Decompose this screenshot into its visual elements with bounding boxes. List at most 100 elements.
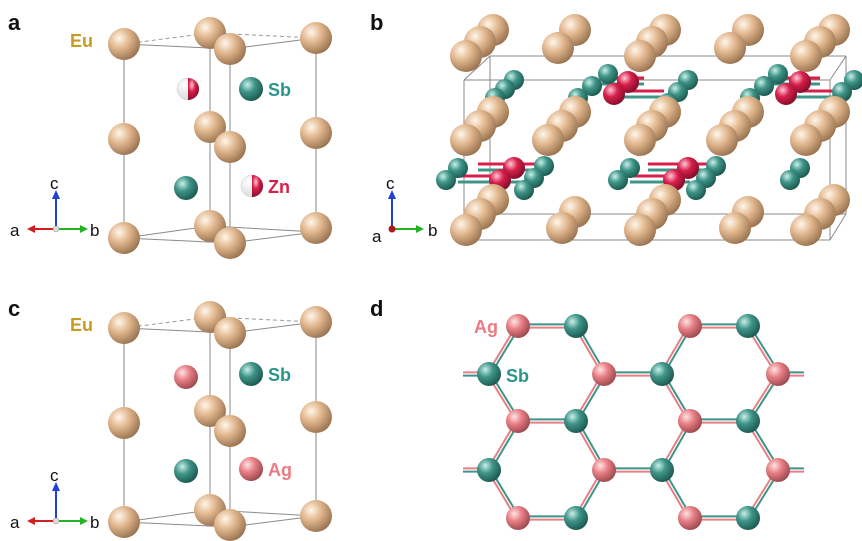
axis-label-a: a [10,513,20,532]
atom-eu [450,214,482,246]
atoms-a [108,17,332,259]
atom-sb [239,77,263,101]
atom-eu [214,415,246,447]
atom-ag [506,506,530,530]
atom-eu [714,32,746,64]
atom-sb [608,170,628,190]
atom-sb [736,314,760,338]
atom-eu [624,214,656,246]
atom-eu [624,124,656,156]
axis-triad-b: c a b [372,174,437,246]
atom-sb [754,76,774,96]
panel-c: c [8,296,332,541]
atom-eu [214,509,246,541]
atom-eu [300,306,332,338]
atom-sb [477,458,501,482]
atom-sb [736,506,760,530]
atom-sb [768,64,788,84]
atom-zn [775,83,797,105]
atom-sb [564,506,588,530]
label-eu: Eu [70,31,93,51]
atom-zn-half-occupied [176,77,200,101]
atom-eu [108,28,140,60]
atom-sb [564,409,588,433]
atom-eu [790,214,822,246]
atom-sb [780,170,800,190]
atom-eu [706,124,738,156]
atom-eu [532,124,564,156]
atom-eu [790,40,822,72]
atom-eu [108,506,140,538]
atom-sb [239,362,263,386]
atom-ag [239,457,263,481]
atom-ag [592,362,616,386]
atom-eu [450,40,482,72]
atom-sb [650,458,674,482]
atom-eu [108,407,140,439]
panel-a: a [8,10,332,259]
panel-b: b [370,10,862,246]
axis-label-c: c [50,466,59,485]
atom-ag [506,314,530,338]
label-eu: Eu [70,315,93,335]
atom-zn-half-occupied [240,174,264,198]
atom-eu [719,212,751,244]
atom-sb [477,362,501,386]
atom-ag [678,314,702,338]
atom-ag [678,506,702,530]
axis-label-b: b [428,221,437,240]
axis-label-a: a [372,227,382,246]
atom-eu [214,33,246,65]
atom-eu [546,212,578,244]
atom-sb [582,76,602,96]
axis-label-b: b [90,513,99,532]
atom-sb [650,362,674,386]
label-ag: Ag [268,460,292,480]
atoms-c [108,301,332,541]
axis-label-c: c [386,174,395,193]
panel-letter-b: b [370,10,383,35]
honeycomb-atoms [477,314,790,530]
atom-eu [214,317,246,349]
atom-ag [506,409,530,433]
label-sb: Sb [268,80,291,100]
atom-eu [790,124,822,156]
atom-sb [686,180,706,200]
atoms-b [436,14,862,246]
atom-eu [214,131,246,163]
panel-d: d Ag Sb [370,296,804,530]
label-sb: Sb [268,365,291,385]
axis-label-a: a [10,221,20,240]
atom-eu [300,401,332,433]
atom-eu [300,500,332,532]
axis-label-c: c [50,174,59,193]
atom-sb [174,459,198,483]
atom-ag [678,409,702,433]
atom-sb [564,314,588,338]
panel-letter-c: c [8,296,20,321]
atom-sb [598,64,618,84]
axis-triad-a: c a b [10,174,99,240]
axis-label-b: b [90,221,99,240]
panel-letter-d: d [370,296,383,321]
atom-eu [300,22,332,54]
atom-eu [194,111,226,143]
atom-ag [766,362,790,386]
label-sb: Sb [506,366,529,386]
atom-eu [300,212,332,244]
atom-sb [736,409,760,433]
atom-sb [436,170,456,190]
atom-sb [514,180,534,200]
panel-letter-a: a [8,10,21,35]
atom-eu [108,123,140,155]
atom-eu [194,395,226,427]
atom-eu [108,312,140,344]
atom-eu [542,32,574,64]
atom-ag [174,365,198,389]
label-zn: Zn [268,177,290,197]
atom-eu [450,124,482,156]
atom-ag [592,458,616,482]
axis-triad-c: c a b [10,466,99,532]
atom-eu [108,222,140,254]
